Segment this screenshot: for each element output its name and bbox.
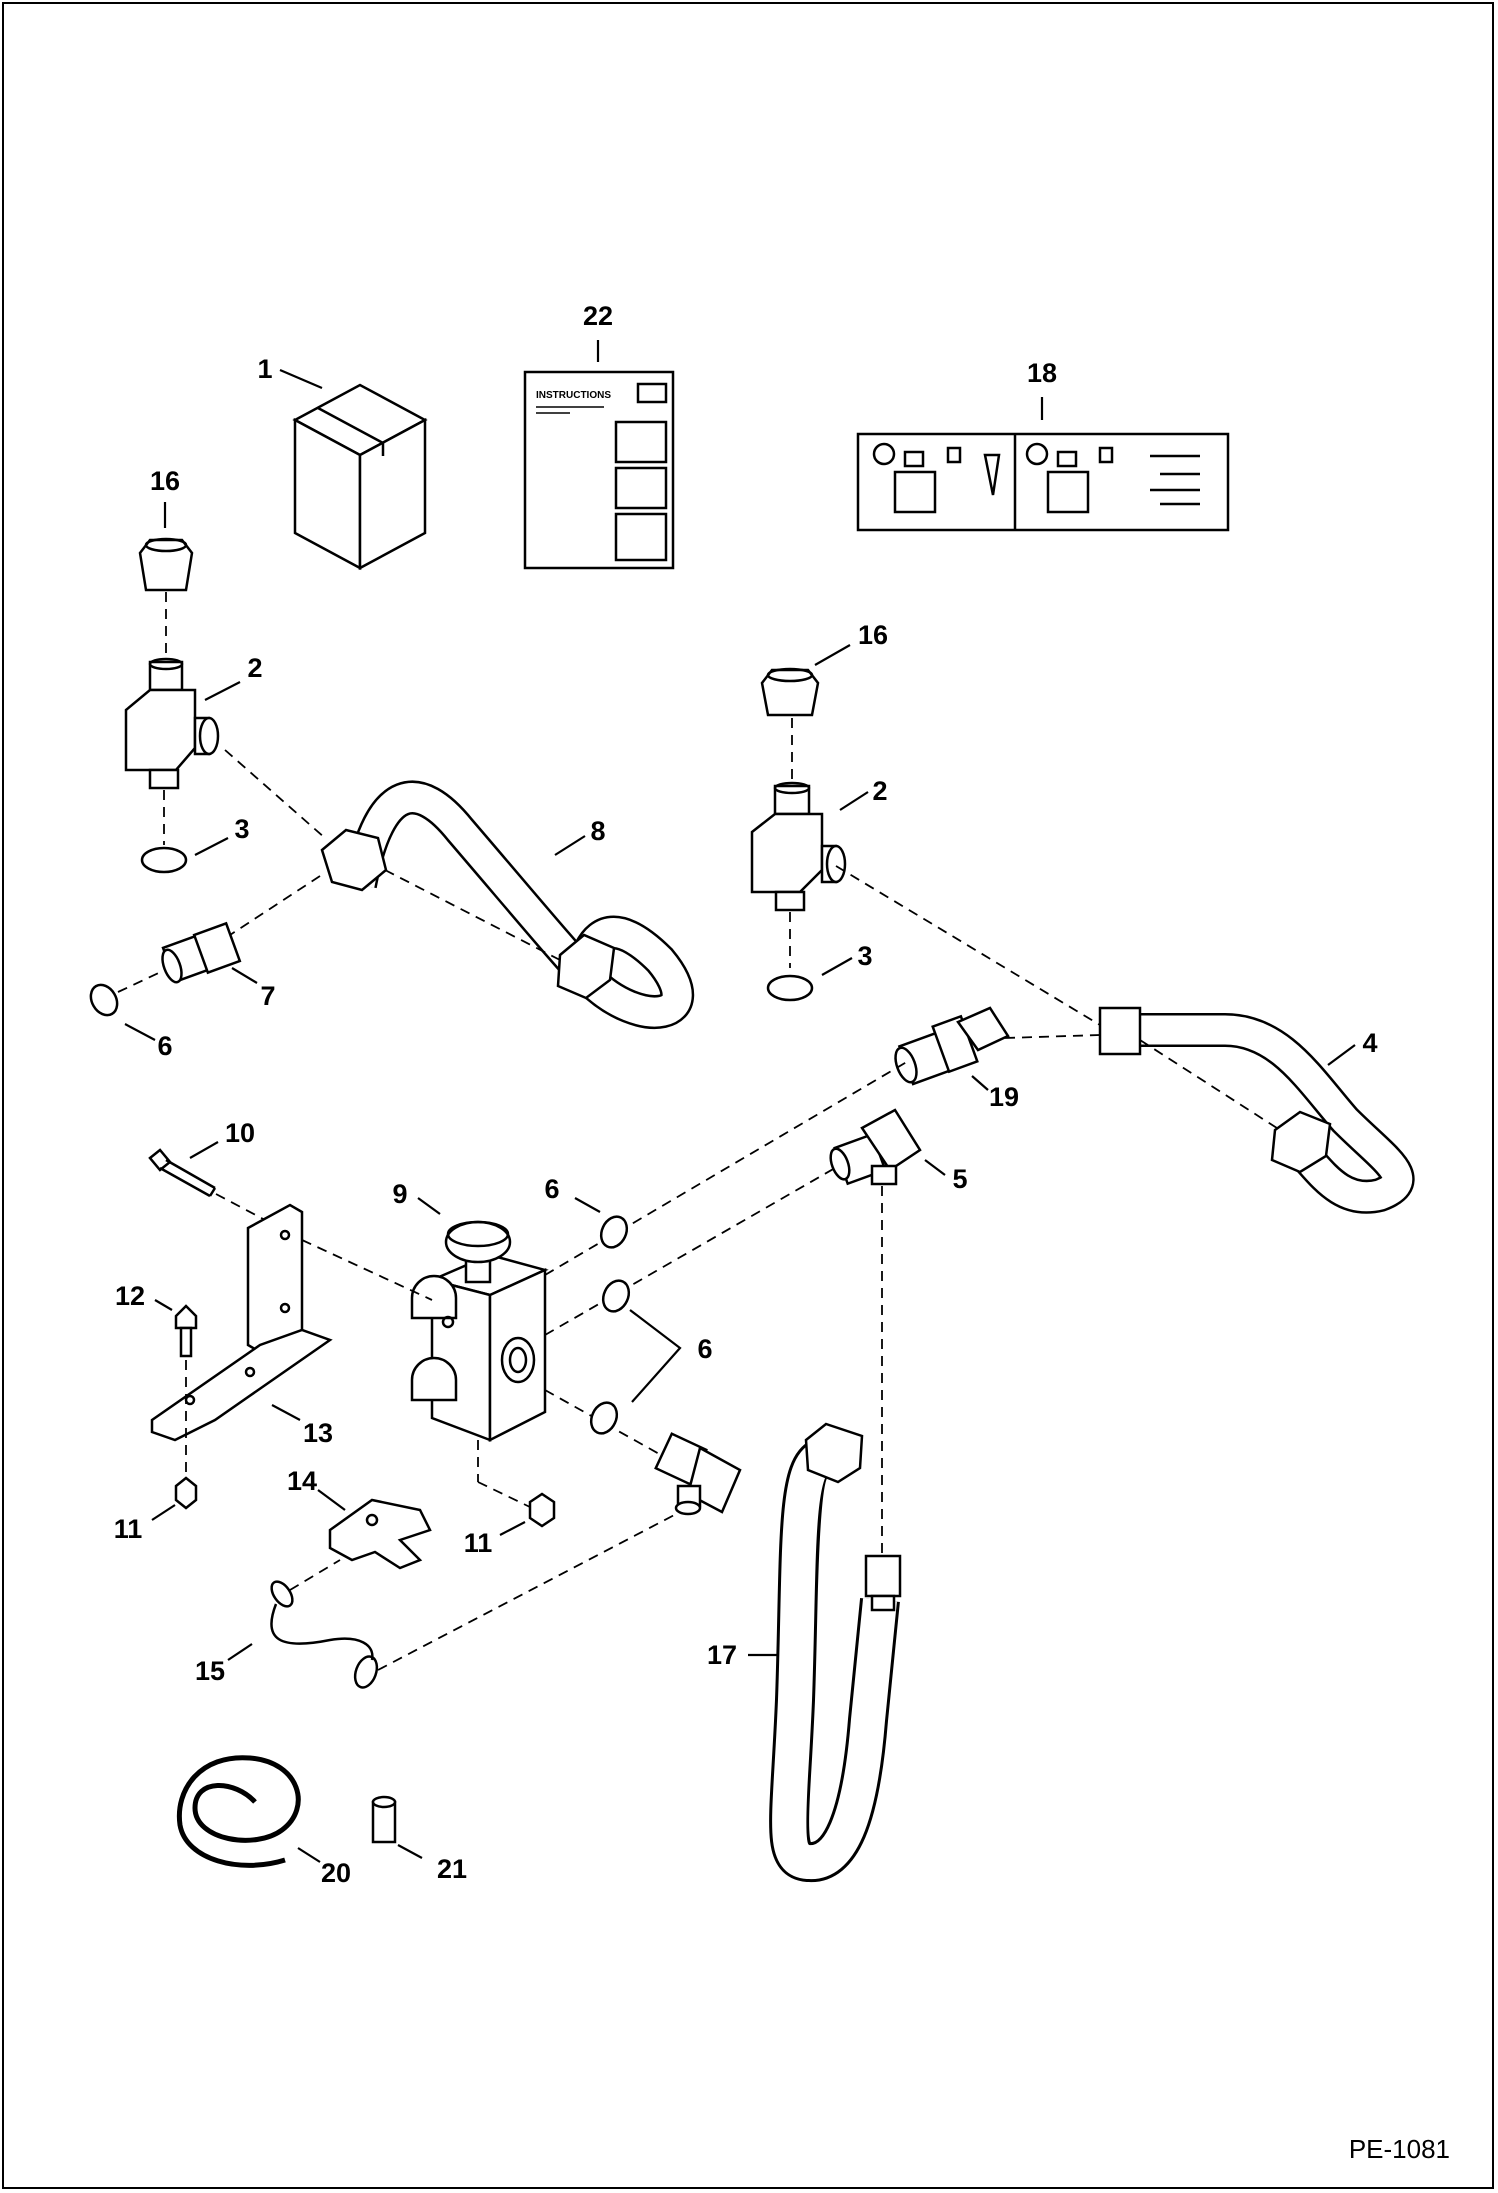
leader-6-left [124,1023,156,1041]
callout-3-right: 3 [857,941,872,971]
part-22-instructions-sheet: INSTRUCTIONS [523,370,675,570]
leader-14 [317,1489,346,1511]
callout-1: 1 [257,354,272,384]
leader-16-right [814,644,851,666]
callout-6-left: 6 [157,1031,172,1061]
part-6-o-ring-lower [589,1401,619,1435]
callout-19: 19 [989,1082,1019,1112]
leader-2-right [839,791,869,811]
dashed-path [477,1481,533,1509]
part-4-tube [1098,1006,1415,1214]
part-18-decal [856,432,1230,532]
part-21-sleeve [371,1795,397,1844]
leader-3-left [194,837,229,856]
part-12-screw [174,1304,198,1358]
callout-20: 20 [321,1858,351,1888]
leader-7 [231,967,258,984]
part-6-o-ring-middle [601,1279,631,1313]
elbow-fitting-lower [654,1432,742,1516]
dashed-path [377,1511,681,1671]
dashed-path [224,749,326,839]
figure-id: PE-1081 [1349,2134,1450,2164]
callout-2-left: 2 [247,653,262,683]
dashed-path [117,969,166,993]
dashed-path [1004,1034,1101,1039]
callout-13: 13 [303,1418,333,1448]
part-19-elbow [894,1006,1010,1086]
callout-6-pair: 6 [697,1334,712,1364]
leader-12 [154,1299,173,1311]
dashed-path [289,1559,341,1591]
leader-2-left [204,681,241,701]
dashed-path [835,865,1101,1026]
callout-2-right: 2 [872,776,887,806]
leader-21 [397,1844,423,1859]
callout-16-left: 16 [150,466,180,496]
part-20-coil [176,1755,301,1868]
part-10-bolt [148,1148,217,1198]
callout-3-left: 3 [234,814,249,844]
callout-9: 9 [392,1179,407,1209]
callout-7: 7 [260,981,275,1011]
leader-1 [279,368,323,390]
dashed-path [1139,1039,1281,1131]
callout-18: 18 [1027,358,1057,388]
part-2-valve-left [124,657,220,790]
callout-21: 21 [437,1854,467,1884]
dashed-path [215,1193,285,1231]
leader-5 [924,1159,946,1176]
leader-11-right [499,1521,526,1536]
part-9-valve-block [410,1220,549,1443]
callout-14: 14 [287,1466,317,1496]
leader-20 [297,1847,321,1863]
part-1-box [292,383,428,571]
callout-11-left: 11 [114,1514,143,1544]
instructions-heading: INSTRUCTIONS [536,390,611,401]
part-15-lanyard [270,1580,379,1689]
leader-19 [971,1075,989,1091]
callout-10: 10 [225,1118,255,1148]
dashed-path [229,875,321,936]
leader-9 [417,1197,441,1215]
dashed-path [301,1239,433,1301]
callout-16-right: 16 [858,620,888,650]
part-16-cap-left [138,537,194,592]
part-3-o-ring-right [766,974,814,1002]
leader-6-upper [574,1197,601,1213]
leader-11-left [151,1504,176,1521]
callout-8: 8 [590,816,605,846]
part-11-nut-right [528,1492,556,1528]
leader-13 [271,1404,301,1421]
part-2-valve-right [750,781,847,912]
part-7-fitting [161,921,242,984]
callout-15: 15 [195,1656,225,1686]
leader-6-bracket [629,1309,682,1403]
part-3-o-ring-left [140,846,188,874]
part-14-clip [328,1498,432,1570]
leader-3-right [821,957,853,976]
dashed-path [544,1167,836,1336]
callout-4: 4 [1362,1028,1377,1058]
leader-4 [1327,1044,1356,1066]
leader-10 [189,1141,219,1159]
callout-6-upper: 6 [544,1174,559,1204]
part-11-nut-left [174,1476,198,1510]
callout-5: 5 [952,1164,967,1194]
leader-8 [554,835,586,856]
leader-15 [227,1643,253,1661]
part-8-tube [320,780,695,1029]
callout-11-right: 11 [464,1528,493,1558]
part-6-o-ring-left [89,983,119,1017]
part-6-o-ring-upper [599,1215,629,1249]
part-13-bracket [150,1203,333,1442]
callout-17: 17 [707,1640,737,1670]
part-17-hose [769,1422,902,1883]
callout-12: 12 [115,1281,145,1311]
part-16-cap-right [760,667,820,717]
part-5-elbow [829,1108,922,1186]
callout-22: 22 [583,301,613,331]
